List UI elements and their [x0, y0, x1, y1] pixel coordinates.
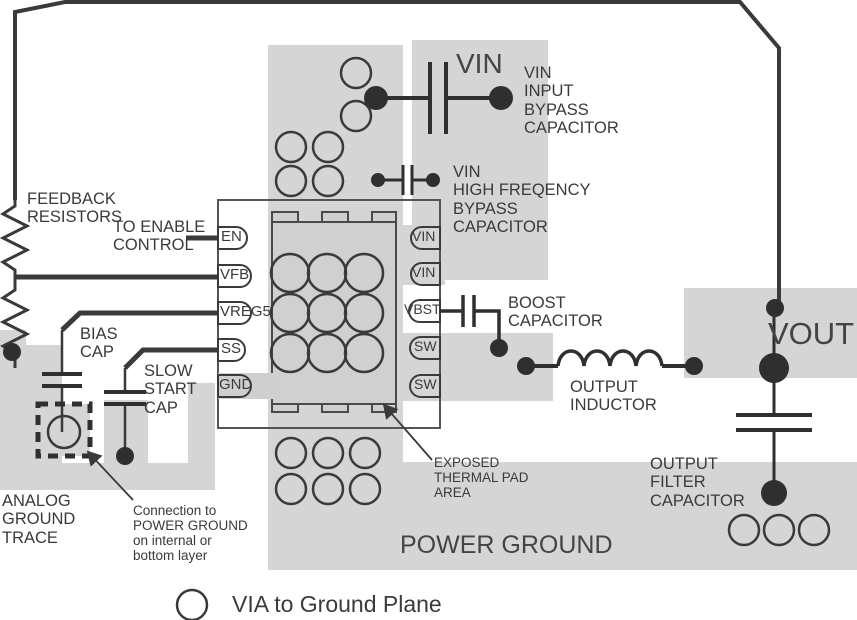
power-ground-plane-right-link: [360, 462, 857, 482]
vin-input-bypass-cap: [364, 62, 513, 134]
pin-tab-gnd: [217, 374, 252, 398]
feedback-resistor-upper: [0, 200, 31, 277]
bias-cap-symbol: [42, 372, 82, 388]
ic-right-pins: [408, 226, 441, 398]
output-inductor: [517, 349, 703, 375]
slow-start-cap-label: SLOW START CAP: [144, 362, 197, 417]
pin-label-sw-1: SW: [414, 338, 437, 354]
pin-label-vbst: VBST: [404, 301, 441, 317]
inductor-pad-right: [685, 357, 703, 375]
leader-connection-power-ground: [86, 450, 134, 501]
pin-label-en: EN: [221, 228, 242, 245]
exposed-thermal-pad: [271, 211, 397, 413]
vout-node-pad: [759, 353, 789, 383]
pin-tab-sw-1: [409, 336, 441, 360]
pin-label-vin-2: VIN: [412, 264, 436, 280]
pin-label-sw-2: SW: [414, 376, 437, 392]
pin-tab-vbst: [408, 299, 441, 323]
output-filter-capacitor: [736, 299, 812, 506]
vin-cap-pad-right: [489, 86, 513, 110]
vin-hf-pad-right: [426, 173, 440, 187]
vreg5-trace: [60, 310, 218, 332]
boost-cap-sw-pad: [490, 339, 508, 357]
power-ground-plane: [268, 475, 857, 570]
power-ground-plane-label: POWER GROUND: [400, 531, 613, 559]
pin-tab-ss: [217, 338, 246, 362]
vias-thermal-pad: [269, 252, 385, 374]
legend-label: VIA to Ground Plane: [232, 591, 442, 617]
vias-below-ic: [274, 436, 382, 506]
pin-tab-vin-2: [410, 262, 441, 286]
slow-start-cap-symbol: [104, 390, 146, 406]
pin-tab-en: [217, 226, 248, 250]
output-inductor-label: OUTPUT INDUCTOR: [570, 378, 657, 415]
pin-label-vreg5: VREG5: [220, 303, 271, 320]
slow-start-ground-via: [116, 447, 134, 465]
feedback-resistors-label: FEEDBACK RESISTORS: [27, 190, 123, 227]
ss-trace: [123, 347, 218, 370]
vin-hf-bypass-cap: [371, 165, 440, 195]
pin-label-vin-1: VIN: [412, 228, 436, 244]
out-cap-ground-pad: [761, 480, 787, 506]
feedback-ground-via: [3, 343, 21, 361]
to-enable-control-label: TO ENABLE CONTROL: [113, 218, 206, 255]
vout-feedback-via: [766, 299, 784, 317]
exposed-thermal-pad-label: EXPOSED THERMAL PAD AREA: [434, 455, 529, 501]
legend-via-icon: [175, 588, 209, 620]
vias-output-filter: [727, 513, 831, 547]
vin-hf-bypass-capacitor-label: VIN HIGH FREQENCY BYPASS CAPACITOR: [453, 163, 591, 237]
analog-ground-via: [46, 414, 82, 450]
inductor-pad-left: [517, 357, 535, 375]
vin-hf-pad-left: [371, 173, 385, 187]
pin-label-gnd: GND: [219, 376, 253, 393]
vin-input-bypass-capacitor-label: VIN INPUT BYPASS CAPACITOR: [524, 64, 619, 138]
vin-cap-pad-left: [364, 86, 388, 110]
pin-tab-sw-2: [409, 374, 441, 398]
pin-tab-vreg5: [217, 301, 252, 325]
connection-to-power-ground-label: Connection to POWER GROUND on internal o…: [133, 503, 248, 564]
bias-cap-label: BIAS CAP: [80, 325, 118, 362]
boost-capacitor: [440, 295, 508, 357]
vias-above-ic: [274, 56, 373, 198]
boost-capacitor-label: BOOST CAPACITOR: [508, 294, 603, 331]
vin-plane-label: VIN: [456, 48, 503, 79]
vreg5-bias-net: [60, 310, 218, 432]
feedback-trace: [13, 0, 781, 305]
slow-start-net: [123, 347, 218, 450]
ic-left-pins: [217, 226, 280, 399]
leader-thermal-pad: [382, 403, 433, 461]
pin-tab-vfb: [217, 264, 252, 288]
analog-ground-trace-label: ANALOG GROUND TRACE: [2, 492, 76, 547]
pin-tab-vin-1: [410, 226, 441, 250]
leader-lines: [86, 403, 433, 501]
output-filter-capacitor-label: OUTPUT FILTER CAPACITOR: [650, 455, 745, 510]
vout-plane-label: VOUT: [768, 316, 855, 351]
connection-to-power-ground-box: [35, 401, 93, 459]
pin-label-ss: SS: [221, 340, 242, 357]
pin-label-vfb: VFB: [220, 266, 250, 283]
